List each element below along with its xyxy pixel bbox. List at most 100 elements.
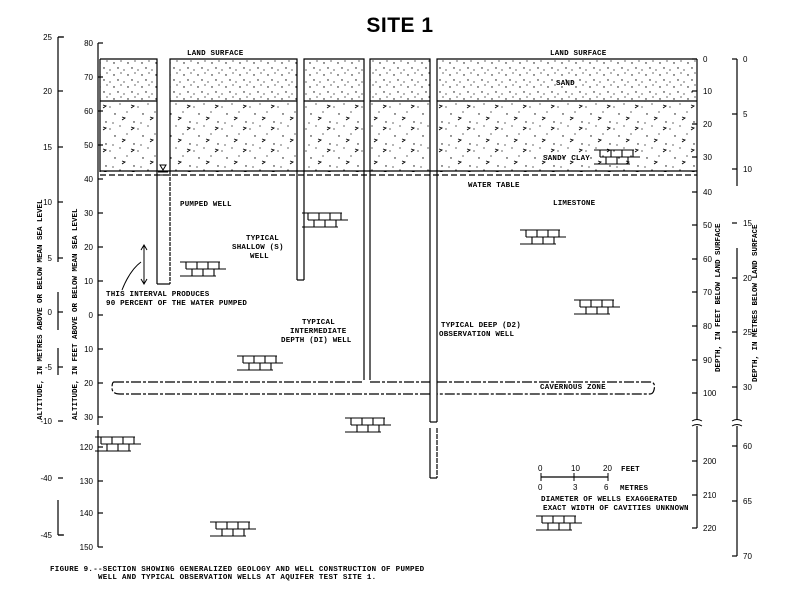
depth-feet-tick-label: 220 [703,524,717,533]
altitude-metres-tick-label: 15 [43,143,52,152]
caption-line-1: FIGURE 9.--SECTION SHOWING GENERALIZED G… [50,566,425,574]
intermediate-well [363,172,371,380]
depth-feet-tick-label: 200 [703,457,717,466]
limestone-symbols [95,149,640,537]
altitude-feet-tick-label: 40 [84,175,93,184]
label-intermediate-well-3: DEPTH (DI) WELL [281,337,352,345]
limestone-brick-icon [345,417,391,433]
altitude-metres-tick-label: 0 [48,308,53,317]
altitude-metres-tick-label: 10 [43,198,52,207]
altitude-metres-tick-label: 25 [43,33,52,42]
altitude-feet-tick-label: 30 [84,209,93,218]
label-shallow-well-3: WELL [250,253,269,261]
scale-feet-0: 0 [538,464,543,473]
label-shallow-well-2: SHALLOW (S) [232,244,284,252]
label-cavernous-zone: CAVERNOUS ZONE [540,384,606,392]
depth-feet-tick-label: 80 [703,322,712,331]
altitude-metres-tick-label: 5 [48,254,53,263]
scale-metres-6: 6 [604,483,609,492]
altitude-feet-tick-label: 120 [80,443,94,452]
label-land-surface-left: LAND SURFACE [187,50,244,58]
deep-well [429,172,438,479]
altitude-feet-tick-label: 10 [84,277,93,286]
depth-metres-tick-label: 30 [743,383,752,392]
label-intermediate-well-2: INTERMEDIATE [290,328,347,336]
altitude-feet-tick-label: 50 [84,141,93,150]
depth-feet-tick-label: 0 [703,55,708,64]
note-cavities: EXACT WIDTH OF CAVITIES UNKNOWN [543,505,689,513]
axis-label-depth-metres: DEPTH, IN METRES BELOW LAND SURFACE [752,224,760,382]
depth-feet-tick-label: 10 [703,87,712,96]
axis-label-depth-feet: DEPTH, IN FEET BELOW LAND SURFACE [715,223,723,372]
label-intermediate-well-1: TYPICAL [302,319,335,327]
depth-feet-tick-label: 90 [703,356,712,365]
depth-metres-tick-label: 65 [743,497,752,506]
scale-metres-unit: METRES [620,485,649,493]
depth-feet-tick-label: 60 [703,255,712,264]
altitude-feet-tick-label: 10 [84,345,93,354]
label-pumped-well: PUMPED WELL [180,201,232,209]
depth-feet-tick-label: 20 [703,120,712,129]
label-land-surface-right: LAND SURFACE [550,50,607,58]
limestone-brick-icon [237,355,283,371]
depth-metres-tick-label: 25 [743,328,752,337]
scale-metres-3: 3 [573,483,578,492]
scale-feet-unit: FEET [621,466,640,474]
interval-arrow [121,244,148,291]
depth-metres-tick-label: 5 [743,110,748,119]
scale-feet-10: 10 [571,464,580,473]
label-water-table: WATER TABLE [468,182,520,190]
diagram-title: SITE 1 [366,14,434,37]
depth-metres-tick-label: 20 [743,274,752,283]
scale-metres-0: 0 [538,483,543,492]
altitude-feet-tick-label: 150 [80,543,94,552]
altitude-metres-tick-label: 20 [43,87,52,96]
depth-feet-tick-label: 40 [703,188,712,197]
altitude-feet-tick-label: 140 [80,509,94,518]
caption-line-2: WELL AND TYPICAL OBSERVATION WELLS AT AQ… [50,574,377,582]
label-limestone: LIMESTONE [553,200,596,208]
label-sand: SAND [556,80,575,88]
axis-label-altitude-feet: ALTITUDE, IN FEET ABOVE OR BELOW MEAN SE… [72,208,80,420]
depth-metres-tick-label: 60 [743,442,752,451]
depth-feet-tick-label: 100 [703,389,717,398]
depth-metres-tick-label: 10 [743,165,752,174]
altitude-feet-tick-label: 30 [84,413,93,422]
altitude-metres-tick-label: -40 [40,474,52,483]
label-interval-2: 90 PERCENT OF THE WATER PUMPED [106,300,247,308]
altitude-metres-tick-label: -45 [40,531,52,540]
altitude-feet-tick-label: 130 [80,477,94,486]
label-sandy-clay: SANDY CLAY [543,155,590,163]
depth-feet-tick-label: 50 [703,221,712,230]
label-interval-1: THIS INTERVAL PRODUCES [106,291,210,299]
altitude-feet-tick-label: 60 [84,107,93,116]
scale-bar: 0 10 20 FEET 0 3 6 METRES [538,464,649,493]
limestone-brick-icon [594,149,640,165]
depth-metres-tick-label: 0 [743,55,748,64]
scale-feet-20: 20 [603,464,612,473]
pumped-well [156,172,171,285]
limestone-brick-icon [302,212,348,228]
limestone-brick-icon [574,299,620,315]
altitude-feet-tick-label: 80 [84,39,93,48]
label-deep-well-1: TYPICAL DEEP (D2) [441,322,521,330]
limestone-brick-icon [536,515,582,531]
depth-feet-tick-label: 70 [703,288,712,297]
limestone-brick-icon [210,521,256,537]
sediment-blocks [99,58,697,172]
depth-metres-tick-label: 70 [743,552,752,561]
altitude-feet-tick-label: 70 [84,73,93,82]
axis-label-altitude-metres: ALTITUDE, IN METRES ABOVE OR BELOW MEAN … [37,199,45,420]
label-deep-well-2: OBSERVATION WELL [439,331,515,339]
label-shallow-well-1: TYPICAL [246,235,279,243]
depth-feet-tick-label: 210 [703,491,717,500]
altitude-feet-tick-label: 20 [84,379,93,388]
altitude-feet-tick-label: 20 [84,243,93,252]
figure-caption: FIGURE 9.--SECTION SHOWING GENERALIZED G… [50,566,424,582]
altitude-metres-tick-label: -5 [45,363,53,372]
water-table-symbol [158,164,168,176]
